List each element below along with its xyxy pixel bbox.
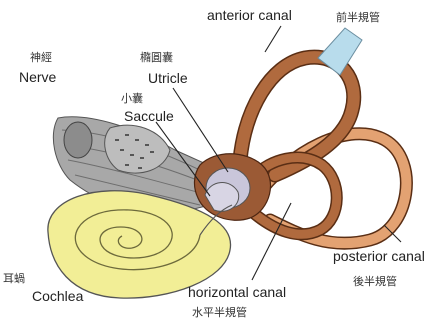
nerve-chinese-label: 神經 [30,52,52,63]
posterior-canal-label: posterior canal [333,249,425,263]
anterior-canal-label: anterior canal [207,8,292,22]
cupula-membrane [318,28,362,75]
saccule-chinese-label: 小囊 [121,93,143,104]
utricle-label: Utricle [148,71,188,85]
horizontal-canal-chinese-label: 水平半規管 [192,307,247,318]
cochlea-label: Cochlea [32,289,83,303]
posterior-canal-chinese-label: 後半規管 [353,276,397,287]
nerve-label: Nerve [19,70,56,84]
cochlea-chinese-label: 耳蝸 [3,273,25,284]
anterior-canal-chinese-label: 前半規管 [336,12,380,23]
saccule-label: Saccule [124,109,174,123]
nerve-stub [64,122,92,158]
horizontal-canal-label: horizontal canal [188,285,286,299]
utricle-chinese-label: 橢圓囊 [140,52,173,63]
